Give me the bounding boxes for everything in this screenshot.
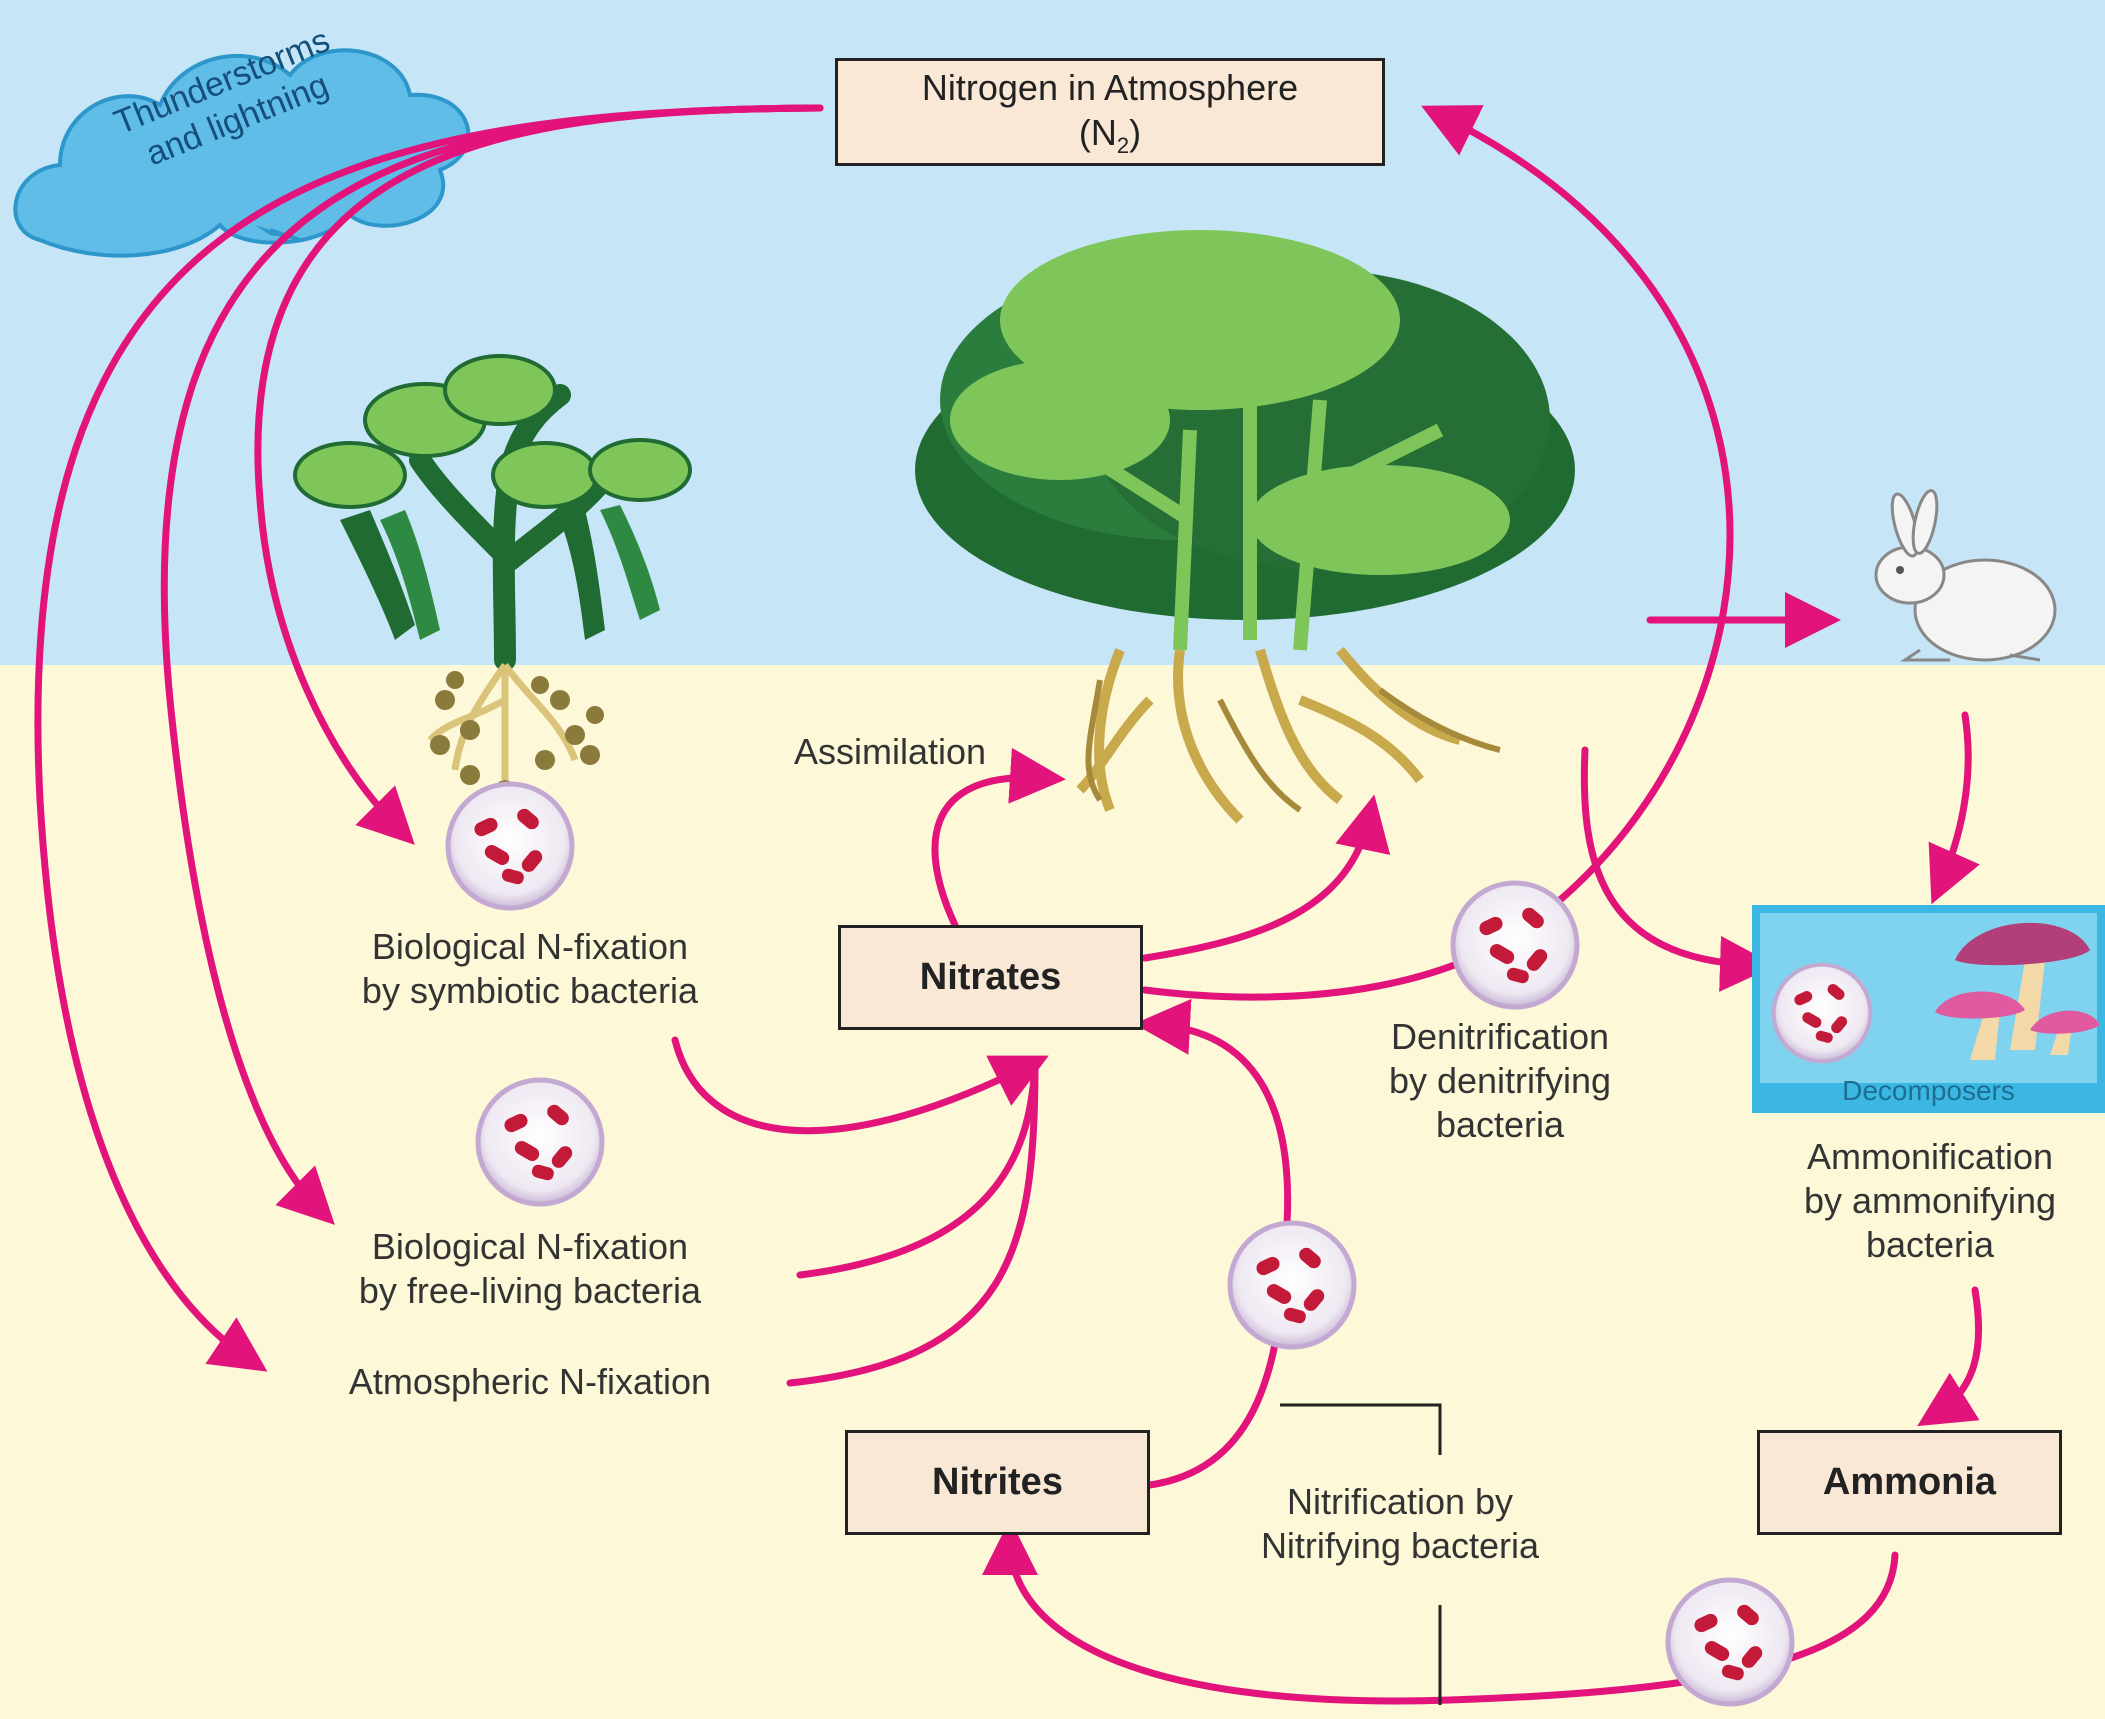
arrow-plant-to-decomposers: [1580, 746, 1776, 992]
denitrification-label: Denitrification by denitrifying bacteria: [1388, 1016, 1612, 1145]
arrow-denitrification: [1141, 105, 1734, 1001]
atmosphere-title: Nitrogen in Atmosphere: [921, 66, 1299, 108]
bacteria-icon-denitrification: [1453, 883, 1577, 1007]
arrow-symbiotic-to-nitrates: [671, 1036, 1049, 1135]
atmospheric-label: Atmospheric N-fixation: [348, 1361, 712, 1402]
rabbit-icon: [1874, 489, 2057, 662]
soil-region: [0, 665, 2105, 1719]
legume-plant-icon: [293, 354, 692, 800]
assimilation-label: Assimilation: [793, 731, 987, 772]
nitrification-bracket: [1280, 1403, 1442, 1705]
nitrification-label: Nitrification by Nitrifying bacteria: [1260, 1481, 1540, 1566]
decomposers-label: Decomposers: [1842, 1075, 2015, 1106]
ammonia-box: Ammonia: [1757, 1430, 2062, 1535]
atmosphere-formula: (N2): [1078, 111, 1142, 158]
bio-symbiotic-label: Biological N-fixation by symbiotic bacte…: [361, 926, 699, 1011]
bacteria-icon-symbiotic: [448, 784, 572, 908]
arrow-rabbit-to-decomposers: [1928, 711, 1980, 905]
nitrates-box: Nitrates: [838, 925, 1143, 1030]
arrow-atm-to-free-living: [160, 104, 824, 1225]
ammonification-label: Ammonification by ammonifying bacteria: [1803, 1136, 2057, 1265]
bacteria-icon-nitrification: [1230, 1223, 1354, 1347]
arrow-ammonia-to-nitrites: [982, 1519, 1899, 1705]
arrow-atm-to-atmospheric: [34, 104, 824, 1372]
arrow-atmospheric-to-nitrates: [786, 1061, 1039, 1387]
bacteria-icon-free-living: [478, 1080, 602, 1204]
tree-icon: [915, 230, 1575, 824]
bacteria-icon-ammonia: [1668, 1580, 1792, 1704]
cycle-arrows: [34, 104, 1983, 1705]
nitrogen-atmosphere-box: Nitrogen in Atmosphere (N2): [835, 58, 1385, 166]
arrow-nitrates-to-roots: [1141, 794, 1391, 962]
arrow-nitrates-assimilation: [931, 747, 1066, 929]
bacteria-icon-decomposers: [1771, 962, 1873, 1064]
arrow-decomposers-to-ammonia: [1917, 1286, 1983, 1427]
nitrites-box: Nitrites: [845, 1430, 1150, 1535]
bio-free-living-label: Biological N-fixation by free-living bac…: [358, 1226, 702, 1311]
